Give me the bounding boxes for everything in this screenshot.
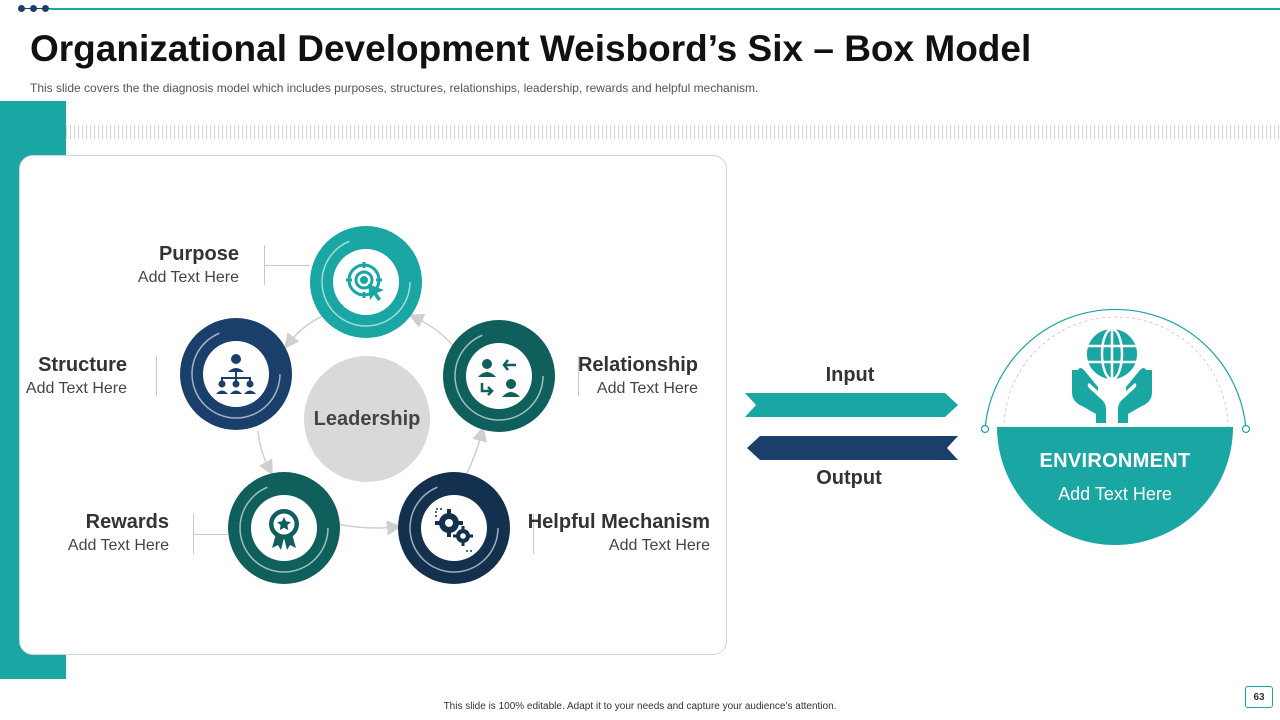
header-dots-decoration: [18, 4, 54, 14]
structure-heading: Structure: [38, 354, 127, 376]
purpose-heading: Purpose: [158, 243, 239, 265]
leadership-label: Leadership: [313, 407, 421, 430]
helpful-mechanism-connector: [533, 514, 534, 554]
purpose-connector-line: [264, 265, 310, 266]
purpose-label: Purpose Add Text Here: [138, 243, 239, 287]
output-label: Output: [816, 467, 882, 489]
relationship-label: Relationship Add Text Here: [578, 354, 698, 398]
structure-label: Structure Add Text Here: [26, 354, 127, 398]
page-number: 63: [1245, 686, 1273, 708]
input-label: Input: [825, 364, 875, 386]
helpful-mechanism-heading: Helpful Mechanism: [527, 511, 710, 533]
environment-title: ENVIRONMENT: [1039, 450, 1191, 472]
purpose-text: Add Text Here: [137, 269, 239, 286]
relationship-heading: Relationship: [577, 354, 698, 376]
helpful-mechanism-node: [398, 472, 510, 584]
slide-subtitle: This slide covers the the diagnosis mode…: [30, 81, 759, 95]
gears-icon: [435, 509, 473, 546]
rewards-label: Rewards Add Text Here: [68, 511, 169, 555]
header-rule: [50, 8, 1280, 10]
environment-graphic: [980, 308, 1251, 545]
slide-title: Organizational Development Weisbord’s Si…: [30, 28, 1032, 69]
relationship-text: Add Text Here: [596, 380, 698, 397]
structure-connector: [156, 356, 157, 396]
hatch-stripe: [66, 125, 1280, 139]
structure-node: [180, 318, 292, 430]
relationship-connector: [578, 356, 579, 396]
input-arrow: [745, 393, 958, 417]
rewards-text: Add Text Here: [67, 537, 169, 554]
structure-text: Add Text Here: [25, 380, 127, 397]
award-badge-icon: [269, 509, 299, 550]
rewards-connector-line: [193, 534, 229, 535]
leadership-center-circle: Leadership: [304, 356, 430, 482]
globe-hands-icon: [1072, 327, 1152, 423]
output-arrow: [747, 436, 958, 460]
purpose-node: [310, 226, 422, 338]
helpful-mechanism-text: Add Text Here: [608, 537, 710, 554]
relationship-node: [443, 320, 555, 432]
environment-text: Add Text Here: [1058, 484, 1172, 504]
exchange-people-icon: [478, 359, 520, 397]
rewards-heading: Rewards: [85, 511, 169, 533]
org-chart-icon: [216, 354, 256, 394]
input-output-arrows: [745, 393, 958, 460]
rewards-node: [228, 472, 340, 584]
target-icon: [346, 262, 382, 298]
helpful-mechanism-label: Helpful Mechanism Add Text Here: [528, 511, 710, 555]
footer-note: This slide is 100% editable. Adapt it to…: [443, 701, 837, 712]
